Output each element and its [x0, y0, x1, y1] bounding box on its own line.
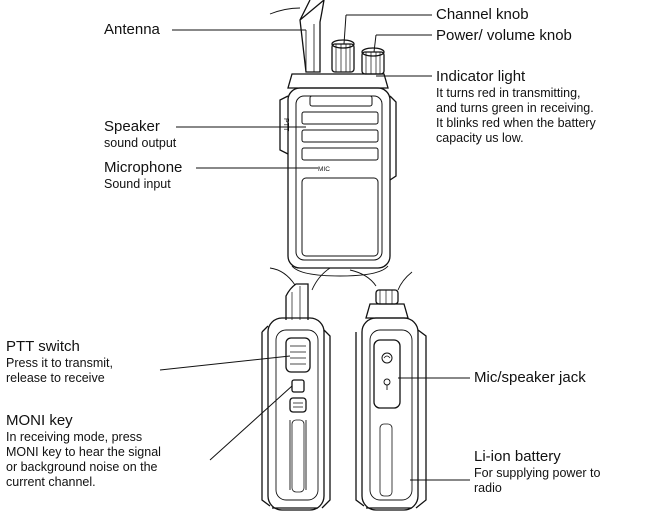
battery-line-2: radio: [474, 481, 502, 495]
battery-title: Li-ion battery: [474, 448, 561, 465]
front-view-radio: [269, 0, 397, 277]
speaker-title: Speaker: [104, 118, 160, 135]
speaker-callout: Speaker sound output: [104, 118, 176, 151]
ptt-line-2: release to receive: [6, 371, 105, 385]
power-volume-knob-label: Power/ volume knob: [436, 27, 572, 44]
mic-speaker-jack-shape: [373, 339, 401, 409]
moni-line-2: MONI key to hear the signal: [6, 445, 161, 459]
volume-knob-shape: [361, 47, 385, 75]
ptt-switch-shape: [285, 337, 311, 373]
indicator-line-1: It turns red in transmitting,: [436, 86, 581, 100]
moni-key-callout: MONI key In receiving mode, press MONI k…: [6, 412, 161, 490]
ptt-side-mark: PTT: [282, 118, 289, 132]
moni-key-shape: [291, 379, 305, 393]
leader-lines: [159, 14, 470, 481]
indicator-line-2: and turns green in receiving.: [436, 101, 594, 115]
battery-callout: Li-ion battery For supplying power to ra…: [474, 448, 600, 496]
indicator-light-title: Indicator light: [436, 68, 526, 85]
indicator-light-callout: Indicator light It turns red in transmit…: [436, 68, 596, 146]
microphone-desc: Sound input: [104, 177, 171, 191]
right-side-view-radio: [349, 269, 427, 511]
mic-speaker-jack-label: Mic/speaker jack: [474, 369, 586, 386]
mic-mark: MIC: [318, 166, 330, 173]
moni-title: MONI key: [6, 412, 73, 429]
front-body: [287, 87, 391, 269]
indicator-line-3: It blinks red when the battery: [436, 116, 596, 130]
moni-line-3: or background noise on the: [6, 460, 158, 474]
speaker-desc: sound output: [104, 136, 177, 150]
left-side-view-radio: [261, 267, 331, 511]
channel-knob-label: Channel knob: [436, 6, 529, 23]
speaker-grille: [301, 95, 379, 161]
ptt-switch-callout: PTT switch Press it to transmit, release…: [6, 338, 113, 386]
channel-knob-shape: [331, 39, 355, 73]
moni-line-4: current channel.: [6, 475, 96, 489]
antenna-shape: [299, 0, 325, 73]
microphone-title: Microphone: [104, 159, 183, 176]
ptt-title: PTT switch: [6, 338, 80, 355]
left-side-body: [267, 317, 325, 511]
antenna-label: Antenna: [104, 21, 160, 38]
battery-line-1: For supplying power to: [474, 466, 601, 480]
moni-line-1: In receiving mode, press: [6, 430, 143, 444]
indicator-line-4: capacity us low.: [436, 131, 524, 145]
ptt-line-1: Press it to transmit,: [6, 356, 113, 370]
right-side-body: [361, 317, 419, 511]
microphone-callout: Microphone Sound input: [104, 159, 182, 192]
